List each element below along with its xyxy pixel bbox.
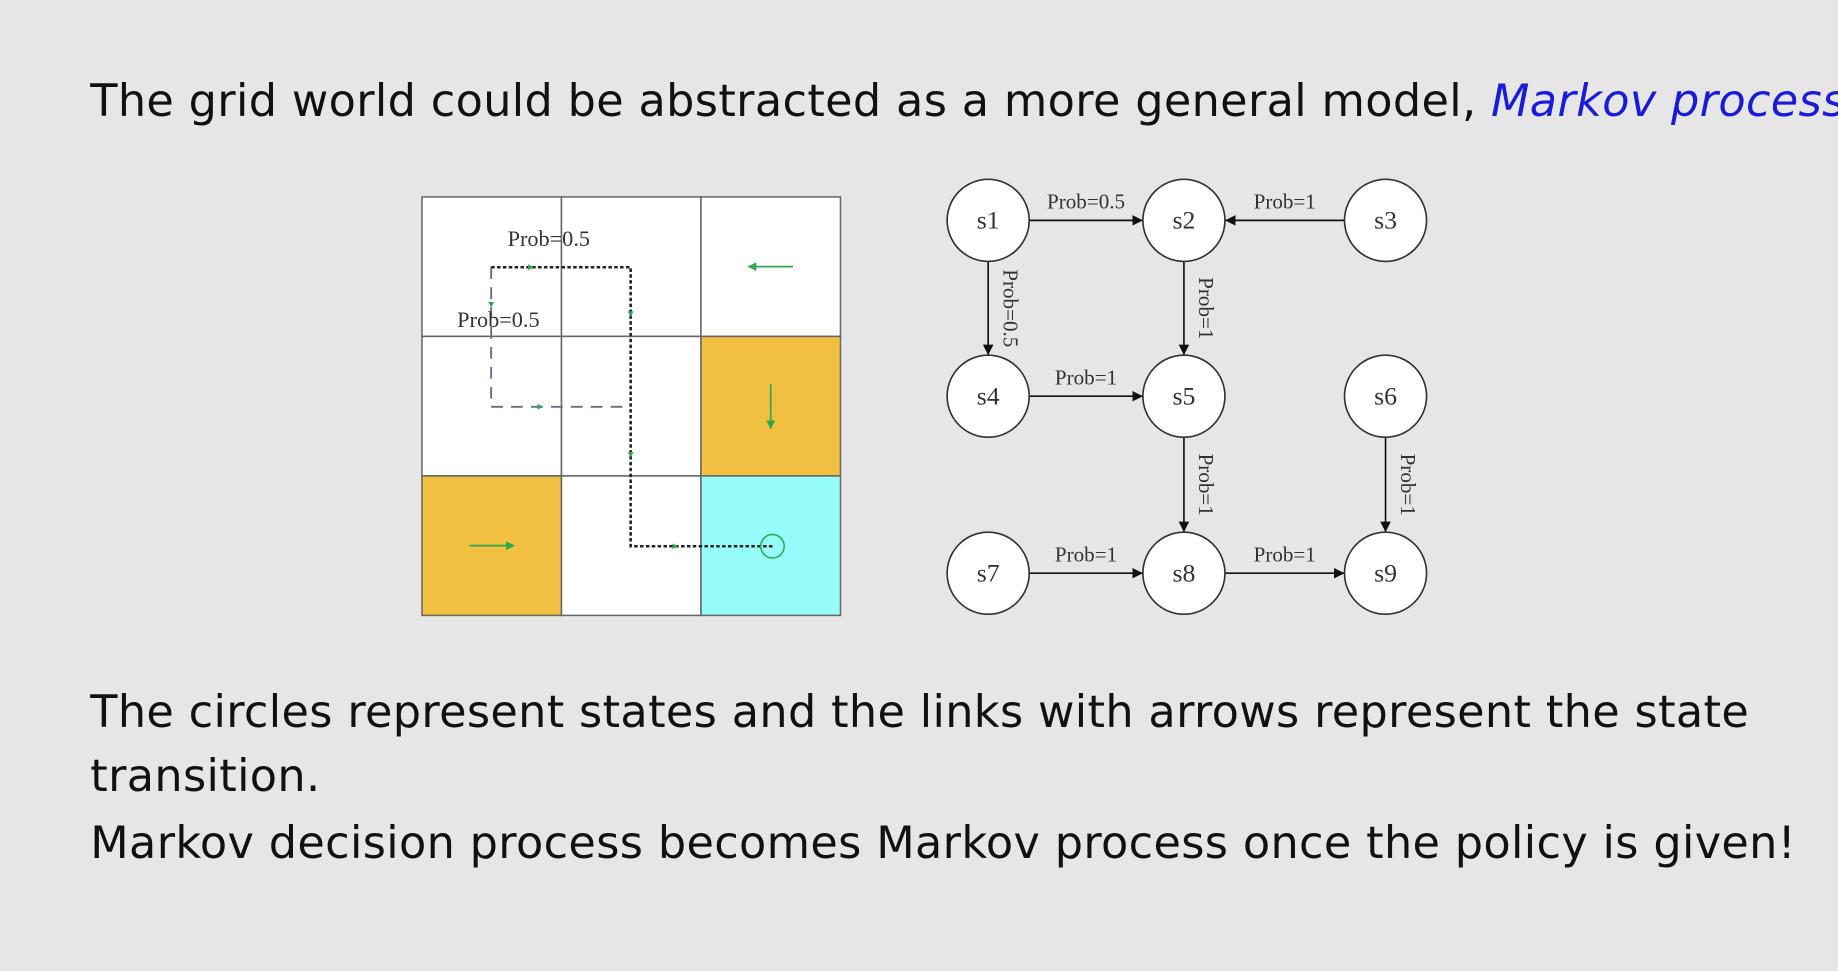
state-node-s3 (1343, 178, 1428, 263)
edge-label-s4-s5: Prob=1 (1055, 365, 1117, 389)
edge-label-s6-s9: Prob=1 (1396, 454, 1420, 516)
edge-label-s7-s8: Prob=1 (1055, 542, 1117, 566)
state-label-s7: s7 (977, 558, 1000, 587)
title-emphasis: Markov process (1490, 75, 1838, 127)
edge-label-s1-s4: Prob=0.5 (998, 269, 1022, 347)
edge-label-s3-s2: Prob=1 (1254, 190, 1316, 214)
body-line-3: Markov decision process becomes Markov p… (90, 817, 1796, 869)
body-line-1: The circles represent states and the lin… (90, 685, 1750, 738)
trajectory-right-path (491, 265, 773, 548)
state-node-s8 (1142, 531, 1226, 616)
state-node-s9 (1343, 531, 1428, 616)
title-text: The grid world could be abstracted as a … (90, 75, 1491, 127)
prob-label-right: Prob=0.5 (508, 226, 590, 251)
state-node-s4 (946, 354, 1031, 439)
body-line-2: transition. (90, 750, 321, 802)
state-label-s9: s9 (1374, 558, 1397, 587)
edge-label-s5-s8: Prob=1 (1194, 454, 1218, 516)
edge-label-s2-s5: Prob=1 (1194, 277, 1218, 339)
prob-label-down: Prob=0.5 (457, 307, 539, 332)
state-label-s8: s8 (1172, 558, 1195, 587)
state-node-s6 (1343, 354, 1428, 439)
state-node-s5 (1142, 354, 1226, 439)
edge-label-s1-s2: Prob=0.5 (1047, 190, 1125, 214)
state-label-s6: s6 (1374, 381, 1397, 410)
state-label-s5: s5 (1172, 381, 1195, 410)
state-label-s4: s4 (977, 381, 1000, 410)
trajectory-down-path (490, 267, 631, 408)
stay-action-icon (759, 533, 785, 559)
edge-label-s8-s9: Prob=1 (1254, 542, 1316, 566)
state-node-s1 (946, 178, 1031, 263)
state-node-s7 (946, 531, 1031, 616)
state-node-s2 (1142, 178, 1226, 263)
state-label-s2: s2 (1172, 206, 1195, 235)
state-label-s1: s1 (977, 206, 1000, 235)
state-label-s3: s3 (1374, 206, 1397, 235)
slide-title: The grid world could be abstracted as a … (90, 75, 1838, 127)
